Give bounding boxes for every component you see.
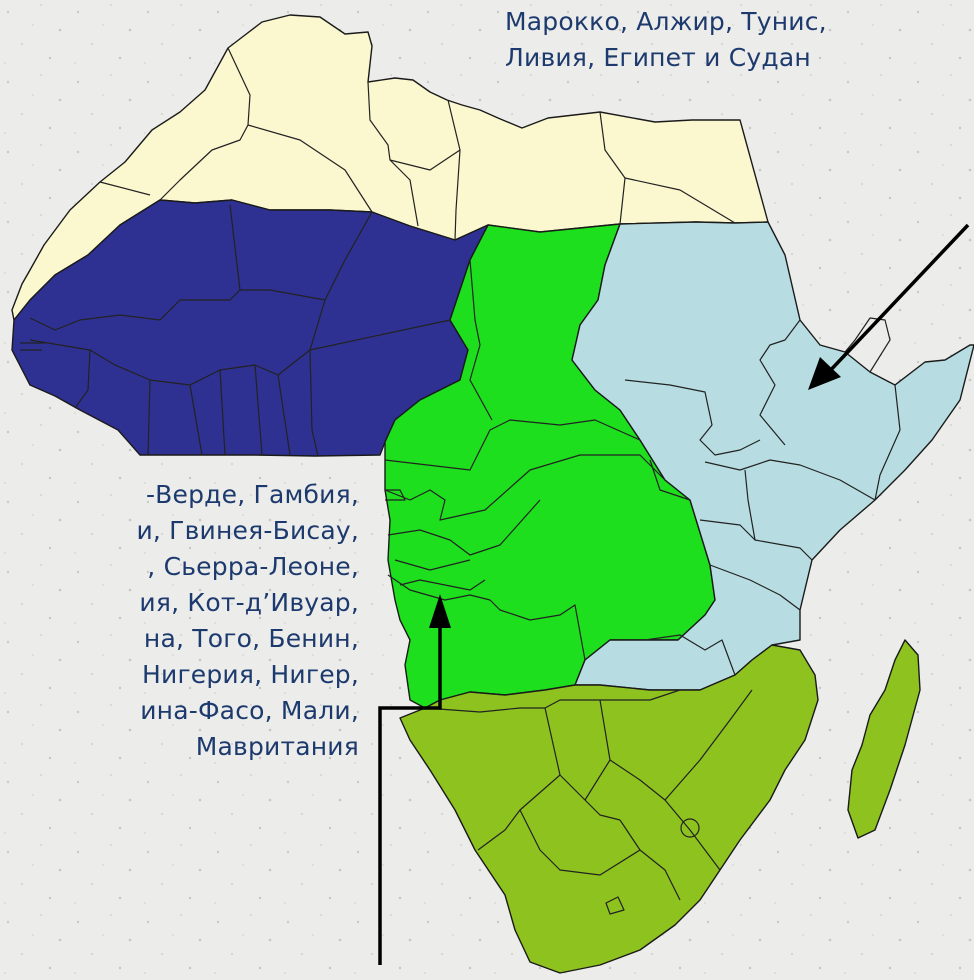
north-caption-line-2: Ливия, Египет и Судан (505, 43, 811, 72)
west-caption-line-6: Нигерия, Нигер, (142, 660, 359, 689)
west-caption-line-5: на, Того, Бенин, (143, 624, 359, 653)
west-caption-line-8: Мавритания (195, 732, 359, 761)
west-caption-line-4: ия, Кот-д’Ивуар, (139, 588, 359, 617)
west-caption-line-7: ина-Фасо, Мали, (140, 696, 359, 725)
west-caption-line-3: , Сьерра-Леоне, (147, 552, 359, 581)
west-africa-caption: -Верде, Гамбия, и, Гвинея-Бисау, , Сьерр… (136, 477, 359, 765)
west-caption-line-1: -Верде, Гамбия, (145, 480, 359, 509)
west-caption-line-2: и, Гвинея-Бисау, (136, 516, 359, 545)
southern-africa-region (399, 644, 819, 974)
west-arrow-line (378, 625, 442, 965)
annotation-arrows (378, 223, 970, 965)
madagascar-island (847, 639, 921, 839)
country-borders (20, 47, 901, 915)
west-arrow-head (429, 594, 451, 628)
north-africa-caption: Марокко, Алжир, Тунис, Ливия, Египет и С… (505, 4, 827, 76)
north-arrow-head (808, 357, 841, 390)
north-arrow-line (824, 223, 970, 377)
north-caption-line-1: Марокко, Алжир, Тунис, (505, 7, 827, 36)
west-africa-region (11, 199, 489, 457)
